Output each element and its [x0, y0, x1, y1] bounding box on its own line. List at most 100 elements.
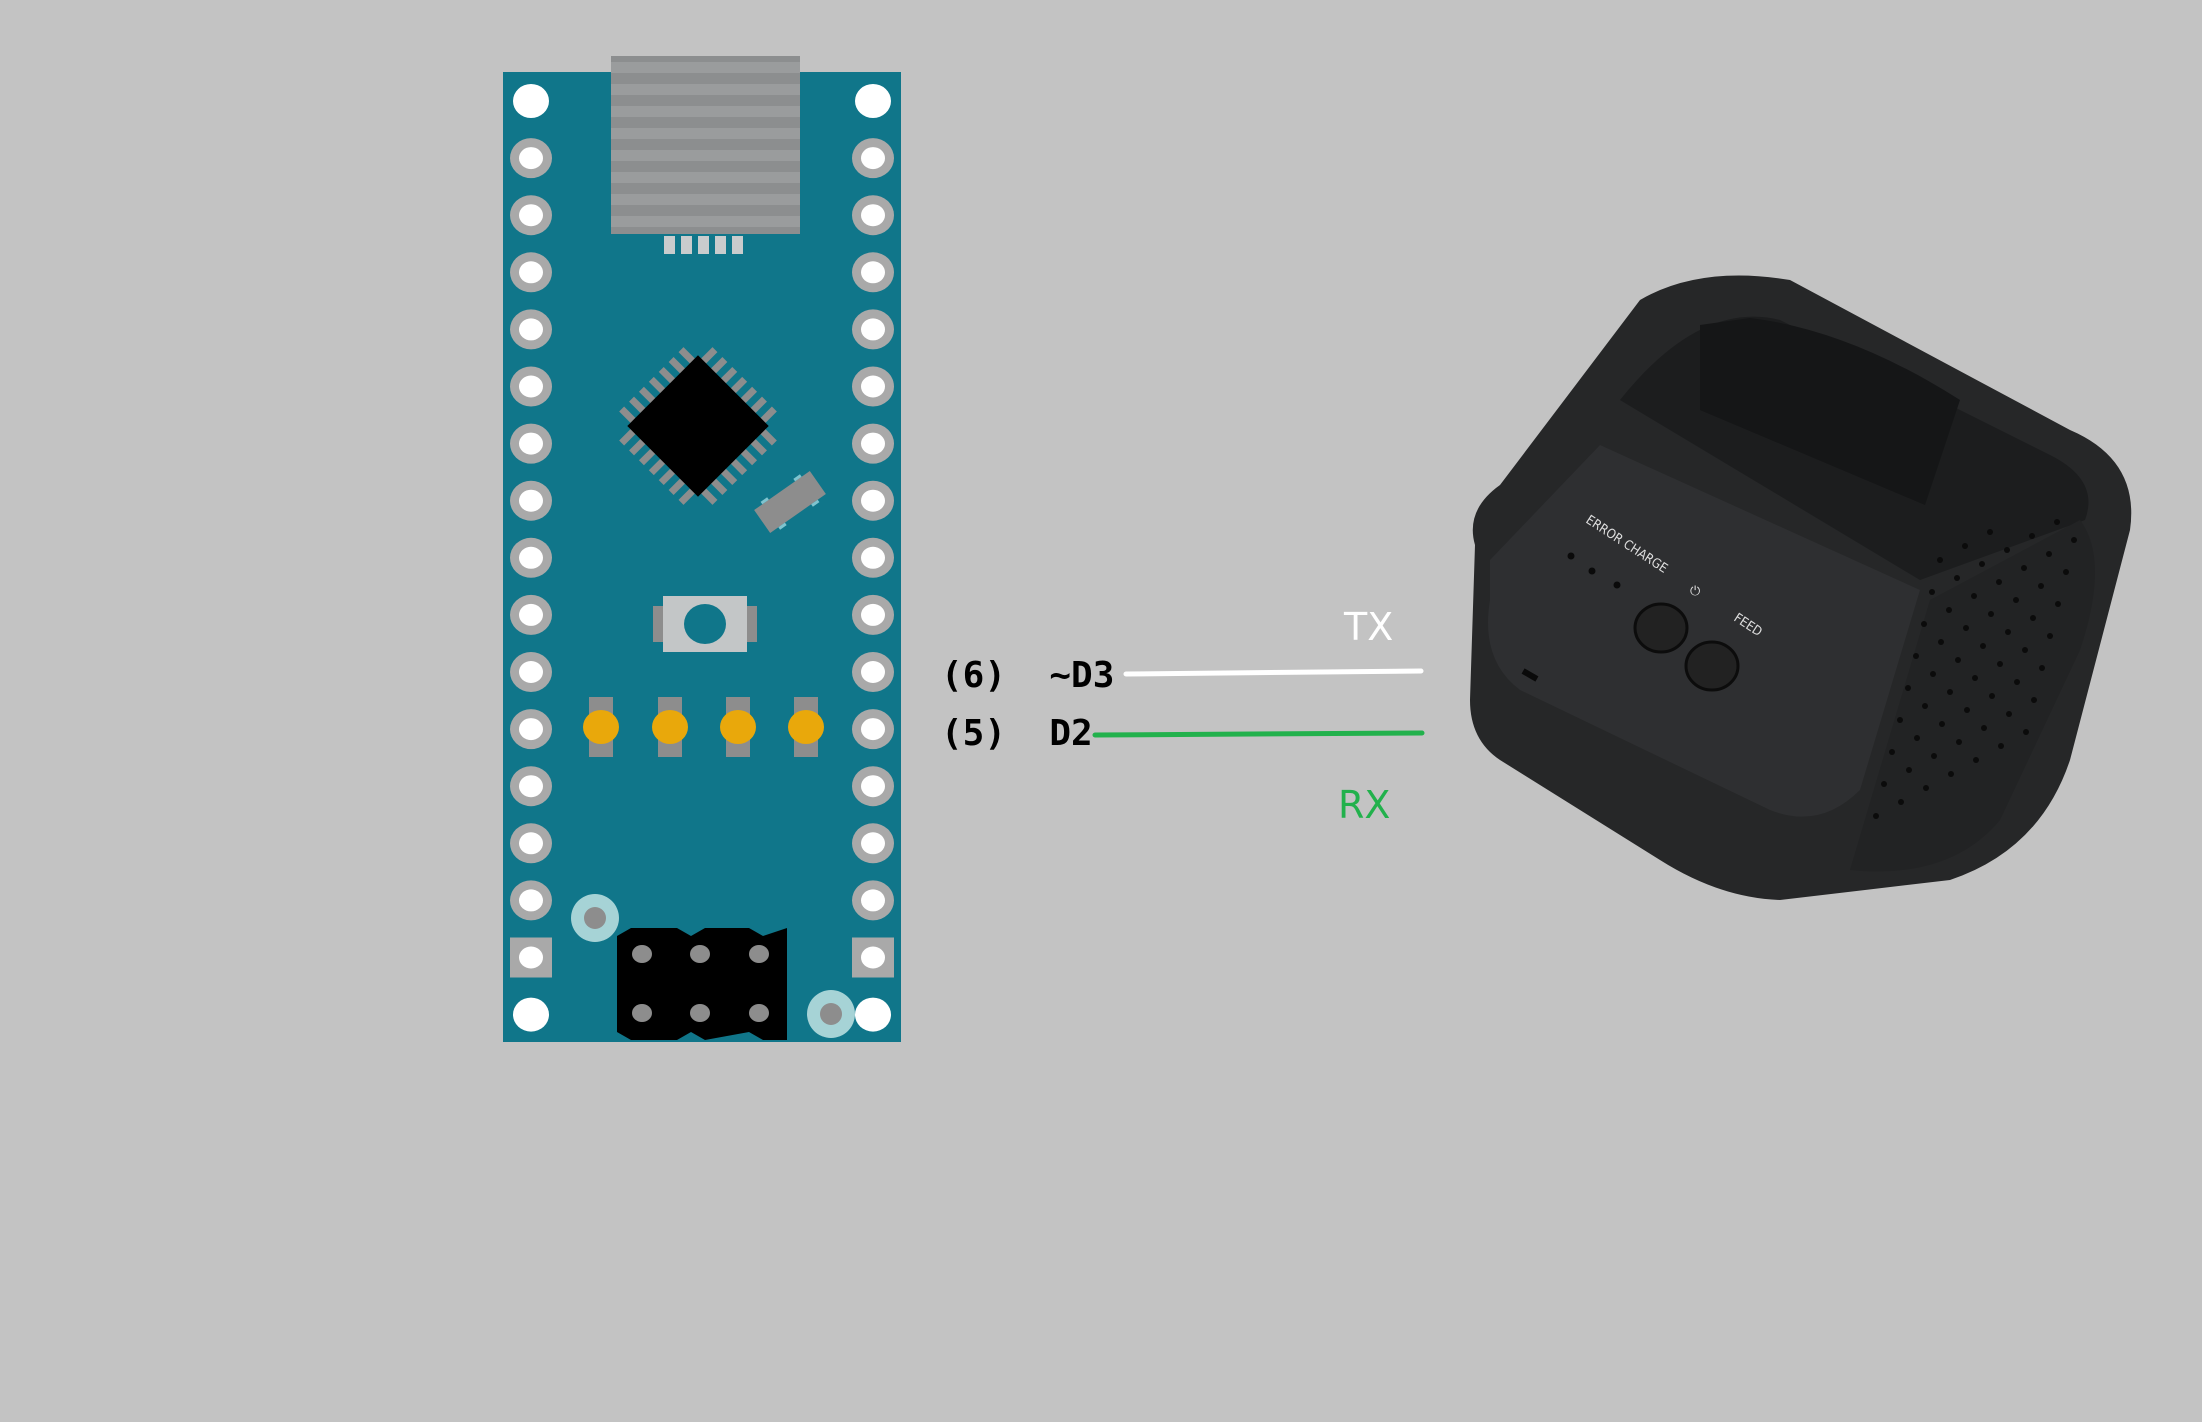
- pin-headers: [510, 84, 894, 1032]
- chip-pin: [619, 406, 637, 425]
- icsp-pin: [749, 945, 769, 963]
- pin-label-d3: (6) ~D3: [941, 655, 1114, 696]
- led: [652, 710, 688, 744]
- grille-hole: [2047, 633, 2053, 639]
- chip-pin: [739, 386, 758, 405]
- grille-hole: [1930, 671, 1936, 677]
- grille-hole: [2054, 519, 2060, 525]
- grille-hole: [1987, 529, 1993, 535]
- chip-pin: [629, 437, 647, 456]
- chip-pin: [699, 487, 718, 505]
- chip-pin: [719, 366, 738, 385]
- chip-pin: [709, 477, 728, 495]
- grille-hole: [1881, 781, 1887, 787]
- grille-hole: [1898, 799, 1904, 805]
- chip-pin: [729, 376, 748, 395]
- chip-pin: [759, 427, 777, 446]
- wire-rx[interactable]: [1092, 730, 1425, 738]
- arduino-nano-board: [503, 56, 901, 1042]
- icsp-pin: [632, 945, 652, 963]
- chip-pin: [729, 457, 748, 476]
- grille-hole: [1946, 607, 1952, 613]
- grille-hole: [1913, 653, 1919, 659]
- chip-pin: [749, 437, 767, 456]
- chip-pin: [638, 447, 657, 466]
- chip-pin: [739, 447, 758, 466]
- grille-hole: [2063, 569, 2069, 575]
- led-indicator: [1613, 581, 1621, 589]
- grille-hole: [2029, 533, 2035, 539]
- grille-hole: [1931, 753, 1937, 759]
- grille-hole: [1938, 639, 1944, 645]
- chip-pin: [658, 366, 677, 385]
- grille-hole: [1980, 643, 1986, 649]
- pin-pad: [855, 997, 891, 1032]
- led-indicator: [1588, 567, 1596, 575]
- usb-tab: [681, 236, 692, 254]
- connection-d3-tx: (6) ~D3 TX: [941, 605, 1424, 696]
- grille-hole: [1947, 689, 1953, 695]
- grille-hole: [2046, 551, 2052, 557]
- reset-button[interactable]: [653, 596, 757, 652]
- pin-pad: [855, 84, 891, 118]
- usb-tab: [715, 236, 726, 254]
- grille-hole: [1963, 625, 1969, 631]
- led: [583, 710, 619, 744]
- chip-pin: [648, 376, 667, 395]
- pin-pad: [513, 84, 549, 118]
- grille-hole: [1971, 593, 1977, 599]
- icsp-pin: [749, 1004, 769, 1022]
- wire-tx[interactable]: [1123, 668, 1424, 677]
- crystal: [754, 471, 826, 533]
- grille-hole: [1955, 657, 1961, 663]
- grille-hole: [2039, 665, 2045, 671]
- grille-hole: [1905, 685, 1911, 691]
- grille-hole: [1921, 621, 1927, 627]
- chip-pin: [648, 457, 667, 476]
- grille-hole: [1954, 575, 1960, 581]
- grille-hole: [2038, 583, 2044, 589]
- grille-hole: [1973, 757, 1979, 763]
- status-leds: [583, 697, 824, 757]
- chip-pin: [709, 357, 728, 375]
- grille-hole: [1988, 611, 1994, 617]
- control-panel: [1488, 445, 1920, 817]
- grille-hole: [2004, 547, 2010, 553]
- grille-hole: [1948, 771, 1954, 777]
- chip-pin: [658, 467, 677, 486]
- grille-hole: [2013, 597, 2019, 603]
- grille-hole: [1998, 743, 2004, 749]
- grille-hole: [1929, 589, 1935, 595]
- feed-button[interactable]: [1684, 640, 1740, 692]
- grille-hole: [2031, 697, 2037, 703]
- pin-pad: [513, 997, 549, 1032]
- thermal-printer: ERROR CHARGE ⏻ FEED: [1470, 275, 2132, 900]
- grille-hole: [2071, 537, 2077, 543]
- chip-pin: [719, 467, 738, 486]
- grille-hole: [2030, 615, 2036, 621]
- grille-hole: [2023, 729, 2029, 735]
- mounting-holes: [571, 894, 855, 1038]
- icsp-pin: [690, 1004, 710, 1022]
- grille-hole: [1897, 717, 1903, 723]
- usb-connector-heatsink: [611, 56, 800, 254]
- usb-tab: [664, 236, 675, 254]
- chip-pin: [629, 396, 647, 415]
- connection-d2-rx: (5) D2 RX: [941, 713, 1425, 827]
- chip-pin: [638, 386, 657, 405]
- led-indicator: [1567, 552, 1575, 560]
- grille-hole: [1937, 557, 1943, 563]
- grille-hole: [1906, 767, 1912, 773]
- chip-pin: [749, 396, 767, 415]
- grille-hole: [1972, 675, 1978, 681]
- microcontroller-chip: [619, 347, 777, 505]
- side-grille: [1850, 520, 2095, 872]
- grille-hole: [1981, 725, 1987, 731]
- grille-hole: [2055, 601, 2061, 607]
- icsp-header: [617, 928, 787, 1040]
- signal-label-tx: TX: [1343, 605, 1393, 649]
- chip-pin: [668, 357, 687, 375]
- grille-hole: [1873, 813, 1879, 819]
- power-button[interactable]: [1633, 602, 1689, 654]
- grille-hole: [1956, 739, 1962, 745]
